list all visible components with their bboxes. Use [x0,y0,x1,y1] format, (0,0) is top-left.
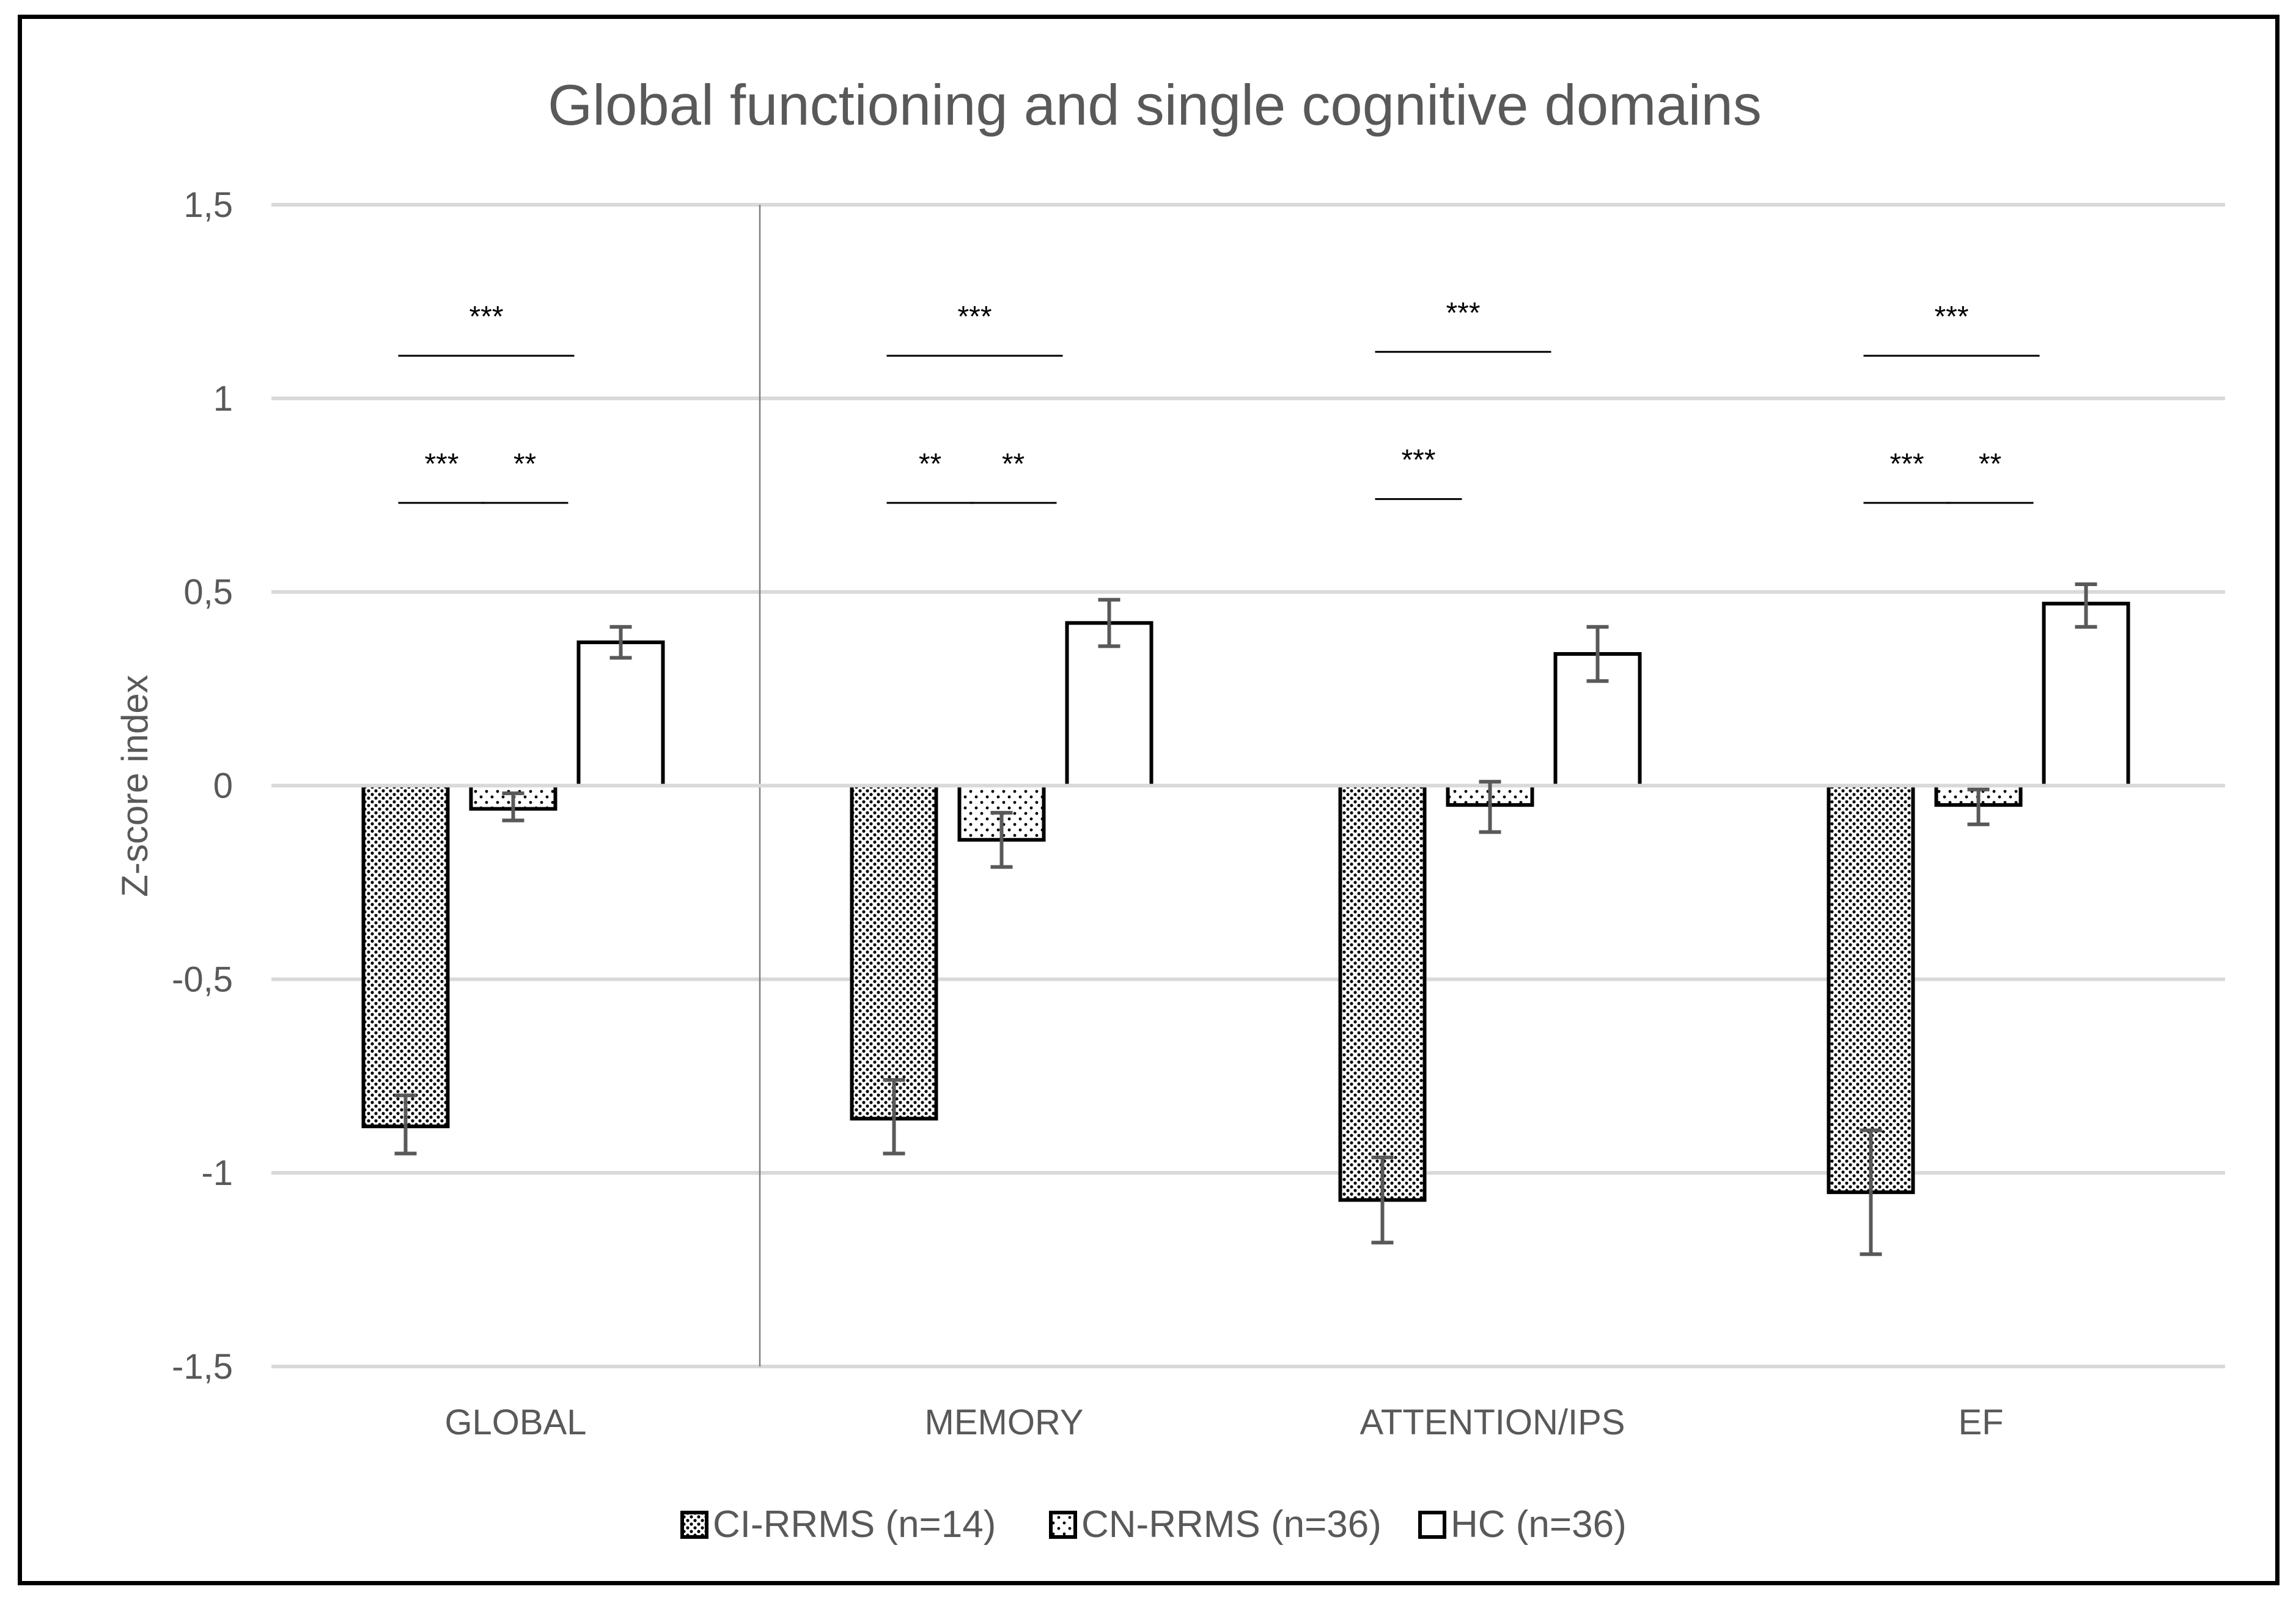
legend-item: CN-RRMS (n=36) [1049,1503,1382,1546]
error-bar [2075,582,2097,629]
y-tick-label: -1 [201,1153,233,1193]
y-tick-label: 0 [213,766,233,806]
chart-title: Global functioning and single cognitive … [548,73,1762,137]
error-bar [1586,625,1609,683]
x-tick-label: EF [1958,1403,2003,1442]
y-tick-label: -0,5 [172,959,233,999]
significance-bracket: ** [886,448,974,504]
legend-swatch [1049,1511,1077,1539]
significance-label: *** [1446,297,1480,329]
error-bar [1860,1128,1882,1256]
bars [271,601,2225,1202]
chart: Global functioning and single cognitive … [114,73,2225,1546]
significance-bracket: *** [1863,448,1951,504]
significance-label: *** [1401,444,1435,477]
legend-label: CI-RRMS (n=14) [713,1503,996,1546]
error-bar [394,1093,417,1156]
significance-bracket: *** [398,448,485,504]
x-tick-label: GLOBAL [444,1403,586,1442]
legend-item: CI-RRMS (n=14) [680,1503,996,1546]
significance-label: *** [424,448,458,480]
error-bar [502,791,524,823]
bar-hc [2042,601,2130,788]
y-tick-label: 1 [213,379,233,419]
legend-label: HC (n=36) [1451,1503,1627,1546]
x-tick-label: MEMORY [925,1403,1084,1442]
error-bar [1479,780,1501,834]
significance-label: ** [919,448,941,480]
significance-bracket: *** [398,301,575,357]
error-bar [1371,1155,1394,1245]
error-bar [609,625,632,660]
legend: CI-RRMS (n=14) CN-RRMS (n=36) HC (n=36) [680,1503,1627,1546]
x-tick-label: ATTENTION/IPS [1360,1403,1625,1442]
y-axis-label: Z-score index [114,675,155,897]
error-bar [883,1078,905,1156]
error-bar [1098,598,1120,648]
error-bar [990,810,1013,869]
significance-label: ** [1979,448,2001,480]
legend-swatch [1418,1511,1446,1539]
y-tick-label: 1,5 [183,185,233,225]
y-tick-label: -1,5 [172,1347,233,1387]
significance-label: ** [513,448,536,480]
significance-bracket: *** [1863,301,2040,357]
chart-frame: Global functioning and single cognitive … [18,15,2279,1585]
significance-label: *** [469,301,503,333]
significance-bracket: *** [886,301,1063,357]
bar-hc [576,640,665,788]
significance-bracket: ** [970,448,1057,504]
y-tick-labels: 1,5 1 0,5 0 -0,5 -1 -1,5 [172,185,233,1387]
significance-label: ** [1002,448,1025,480]
significance-label: *** [957,301,992,333]
error-bar [1967,787,1990,826]
bar-ci-rrms [1338,783,1427,1202]
bar-ci-rrms [1827,783,1915,1194]
significance-bracket: *** [1375,297,1551,353]
y-tick-label: 0,5 [183,573,233,612]
error-bars [394,582,2097,1256]
legend-item: HC (n=36) [1418,1503,1627,1546]
x-tick-labels: GLOBAL MEMORY ATTENTION/IPS EF [444,1403,2003,1442]
legend-swatch [680,1511,708,1539]
legend-label: CN-RRMS (n=36) [1081,1503,1382,1546]
significance-annotations: ***************************** [398,297,2040,504]
significance-label: *** [1889,448,1924,480]
bar-ci-rrms [850,783,938,1121]
significance-bracket: *** [1375,444,1462,501]
significance-bracket: ** [1946,448,2034,504]
bar-ci-rrms [361,783,450,1129]
significance-bracket: ** [481,448,568,504]
significance-label: *** [1934,301,1968,333]
